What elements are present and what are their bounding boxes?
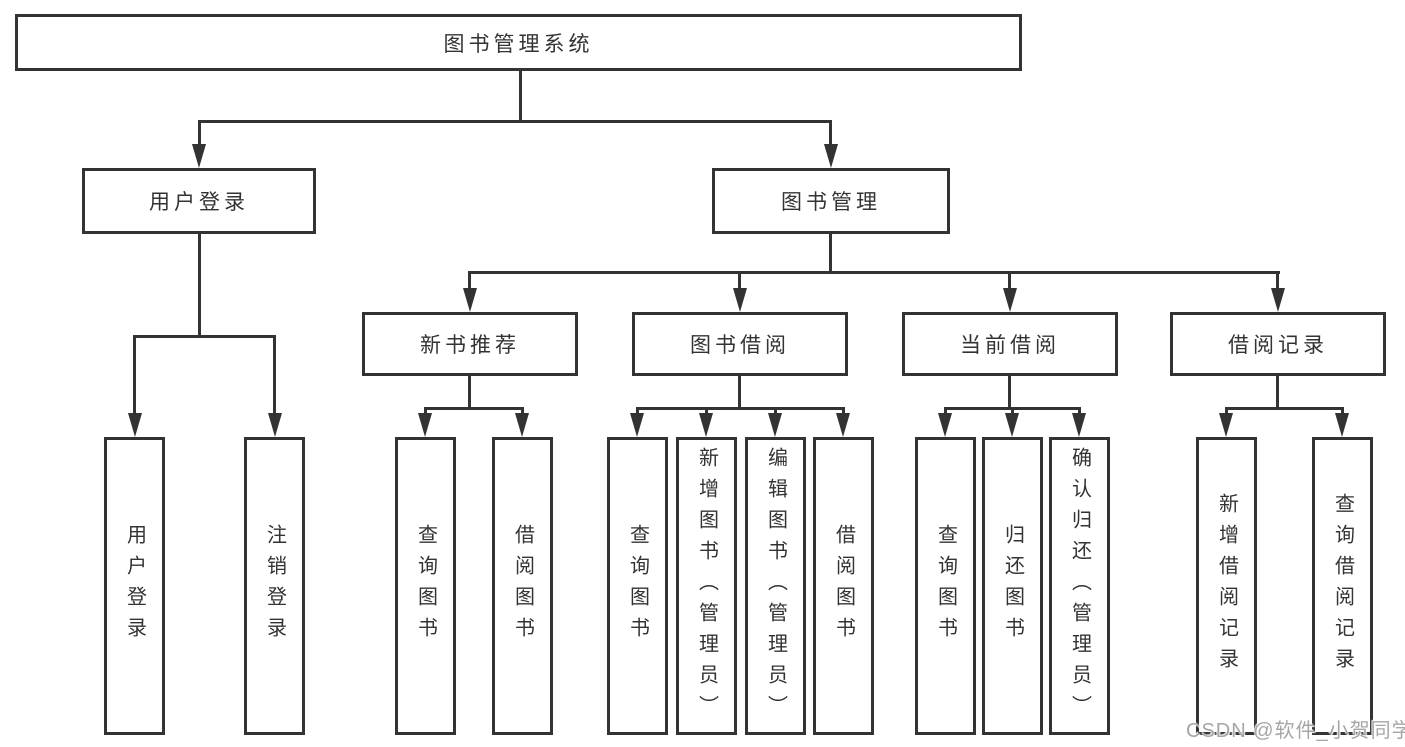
connector-line [468, 271, 1280, 274]
connector-line [424, 407, 427, 415]
connector-line [829, 234, 832, 274]
leaf-label: 借阅图书 [511, 524, 534, 648]
arrow-down-icon [1072, 413, 1086, 437]
connector-line [133, 335, 276, 338]
arrow-down-icon [1271, 288, 1285, 312]
leaf-label: 新增借阅记录 [1215, 493, 1238, 679]
connector-line [133, 335, 136, 415]
node-label: 图书管理 [781, 191, 881, 214]
arrow-down-icon [733, 288, 747, 312]
node-new-book-recommend: 新书推荐 [362, 312, 578, 376]
leaf-label: 用户登录 [123, 524, 146, 648]
leaf-label: 编辑图书（管理员） [764, 446, 787, 726]
node-label: 用户登录 [149, 191, 249, 214]
node-label: 图书借阅 [690, 334, 790, 357]
arrow-down-icon [192, 144, 206, 168]
connector-line [842, 407, 845, 415]
leaf-query-books-2: 查询图书 [607, 437, 668, 735]
leaf-user-login: 用户登录 [104, 437, 165, 735]
leaf-label: 查询图书 [934, 524, 957, 648]
node-borrow-records: 借阅记录 [1170, 312, 1386, 376]
connector-line [829, 120, 832, 146]
node-book-borrow: 图书借阅 [632, 312, 848, 376]
connector-line [273, 335, 276, 415]
connector-line [1276, 271, 1279, 290]
leaf-label: 查询图书 [626, 524, 649, 648]
connector-line [198, 234, 201, 338]
connector-line [774, 407, 777, 415]
leaf-label: 查询图书 [414, 524, 437, 648]
node-user-login: 用户登录 [82, 168, 316, 234]
connector-line [521, 407, 524, 415]
connector-line [738, 271, 741, 290]
node-label: 当前借阅 [960, 334, 1060, 357]
connector-line [636, 407, 639, 415]
leaf-label: 查询借阅记录 [1331, 493, 1354, 679]
leaf-label: 归还图书 [1001, 524, 1024, 648]
arrow-down-icon [699, 413, 713, 437]
node-root: 图书管理系统 [15, 14, 1022, 71]
leaf-add-books-admin: 新增图书（管理员） [676, 437, 737, 735]
leaf-borrow-books-1: 借阅图书 [492, 437, 553, 735]
leaf-label: 确认归还（管理员） [1068, 446, 1091, 726]
leaf-query-books-1: 查询图书 [395, 437, 456, 735]
arrow-down-icon [268, 413, 282, 437]
connector-line [468, 271, 471, 290]
arrow-down-icon [630, 413, 644, 437]
connector-line [198, 120, 832, 123]
arrow-down-icon [1005, 413, 1019, 437]
csdn-watermark: CSDN @软件_小贺同学 [1186, 720, 1405, 742]
leaf-logout: 注销登录 [244, 437, 305, 735]
connector-line [519, 71, 522, 123]
arrow-down-icon [938, 413, 952, 437]
arrow-down-icon [463, 288, 477, 312]
connector-line [1341, 407, 1344, 415]
arrow-down-icon [515, 413, 529, 437]
connector-line [468, 376, 471, 409]
arrow-down-icon [1219, 413, 1233, 437]
connector-line [944, 407, 947, 415]
leaf-borrow-books-2: 借阅图书 [813, 437, 874, 735]
node-label: 借阅记录 [1228, 334, 1328, 357]
connector-line [1276, 376, 1279, 409]
connector-line [424, 407, 524, 410]
leaf-return-books: 归还图书 [982, 437, 1043, 735]
arrow-down-icon [824, 144, 838, 168]
arrow-down-icon [128, 413, 142, 437]
leaf-add-borrow-record: 新增借阅记录 [1196, 437, 1257, 735]
connector-line [738, 376, 741, 409]
connector-line [1225, 407, 1228, 415]
leaf-label: 注销登录 [263, 524, 286, 648]
connector-line [1078, 407, 1081, 415]
arrow-down-icon [836, 413, 850, 437]
connector-line [705, 407, 708, 415]
connector-line [1008, 271, 1011, 290]
connector-line [1225, 407, 1344, 410]
leaf-query-books-3: 查询图书 [915, 437, 976, 735]
leaf-label: 借阅图书 [832, 524, 855, 648]
leaf-label: 新增图书（管理员） [695, 446, 718, 726]
connector-line [198, 120, 201, 146]
leaf-query-borrow-record: 查询借阅记录 [1312, 437, 1373, 735]
arrow-down-icon [418, 413, 432, 437]
node-label: 新书推荐 [420, 334, 520, 357]
connector-line [1011, 407, 1014, 415]
arrow-down-icon [768, 413, 782, 437]
node-label: 图书管理系统 [443, 32, 594, 56]
node-current-borrow: 当前借阅 [902, 312, 1118, 376]
node-book-management: 图书管理 [712, 168, 950, 234]
connector-line [1008, 376, 1011, 409]
leaf-confirm-return-admin: 确认归还（管理员） [1049, 437, 1110, 735]
arrow-down-icon [1003, 288, 1017, 312]
arrow-down-icon [1335, 413, 1349, 437]
connector-line [636, 407, 845, 410]
leaf-edit-books-admin: 编辑图书（管理员） [745, 437, 806, 735]
